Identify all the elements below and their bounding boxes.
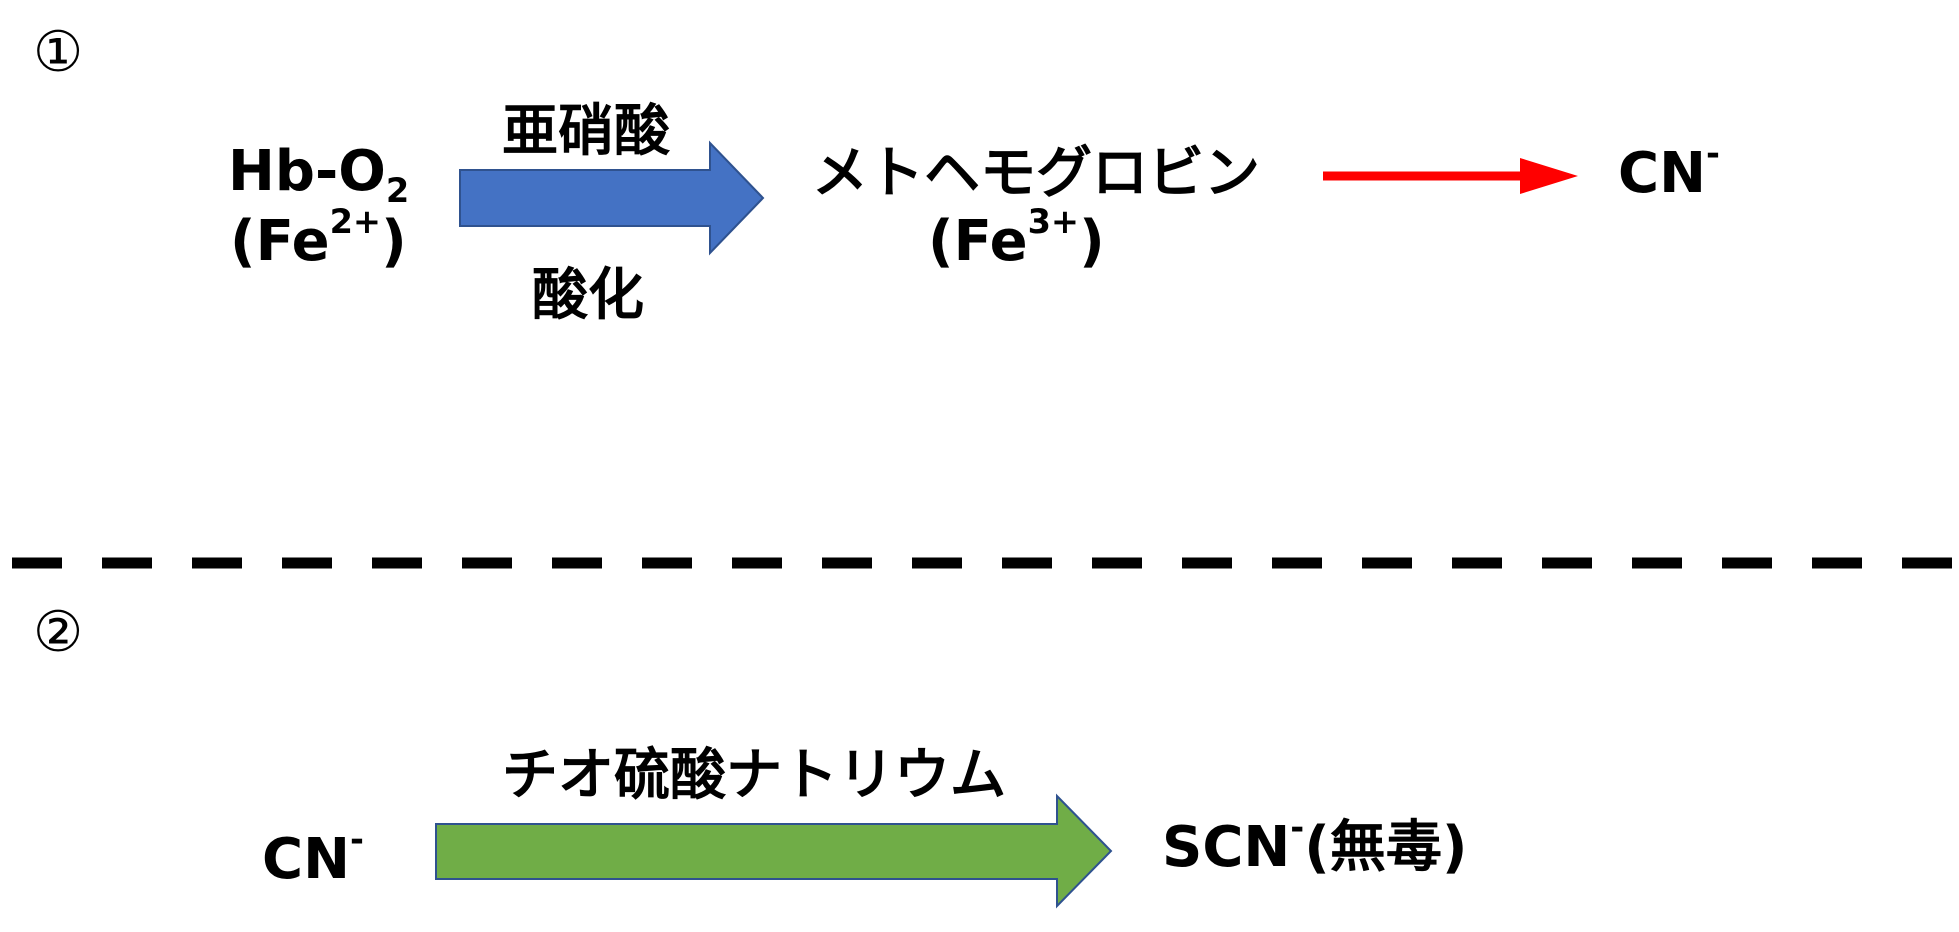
reactant-ion-prefix: (Fe [230,209,330,274]
reactant-formula-main: Hb-O [228,139,386,204]
reactant-ion-charge: 2+ [329,202,382,242]
cyanide-ion-1: CN- [1618,137,1720,202]
arrow-label-oxidation: 酸化 [532,263,644,328]
cyanide-main: CN [262,827,350,892]
arrow-label-sodium-thiosulfate: チオ硫酸ナトリウム [502,743,1006,808]
product-ion-prefix: (Fe [928,209,1028,274]
section-2-marker: ② [33,600,84,665]
thiocyanate-main: SCN [1162,815,1291,880]
oxidation-arrow [459,140,765,256]
reactant-iron-state: (Fe2+) [230,205,407,270]
reactant-formula-subscript: 2 [385,170,410,210]
cyanide-binding-arrow [1323,158,1578,194]
product-iron-state: (Fe3+) [928,205,1105,270]
product-ion-charge: 3+ [1027,202,1080,242]
section-1-marker: ① [33,20,84,85]
reactant-ion-suffix: ) [381,209,407,274]
reactant-formula: Hb-O2 [228,144,409,208]
thiocyanate-charge: - [1290,808,1305,848]
product-ion-suffix: ) [1079,209,1105,274]
detox-arrow [435,793,1113,909]
cyanide-charge: - [1705,134,1720,174]
cyanide-ion-2: CN- [262,823,364,888]
arrow-label-nitrite: 亜硝酸 [502,99,670,164]
non-toxic-note: (無毒) [1304,815,1468,880]
product-methemoglobin: メトヘモグロビン [812,141,1260,206]
cyanide-main: CN [1618,141,1706,206]
cyanide-charge: - [349,820,364,860]
thiocyanate-product: SCN-(無毒) [1162,811,1467,876]
